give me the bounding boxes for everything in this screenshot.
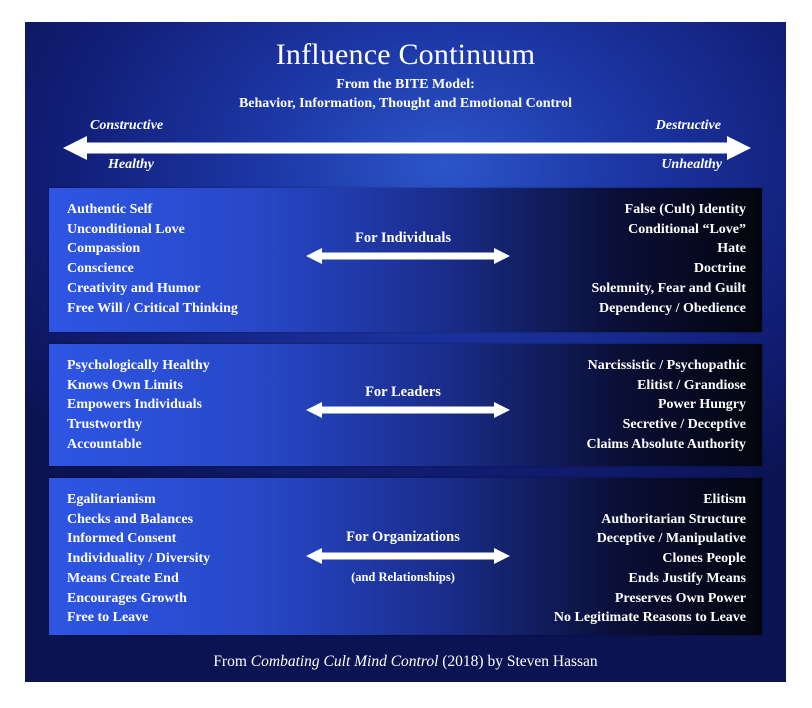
list-item: Checks and Balances — [67, 511, 194, 527]
credit-suffix: (2018) by Steven Hassan — [438, 653, 598, 670]
list-item: Conditional “Love” — [628, 221, 746, 237]
list-item: Claims Absolute Authority — [586, 436, 746, 452]
list-item: Encourages Growth — [67, 590, 187, 606]
panel-label: For Organizations — [346, 529, 460, 545]
destructive-list: Elitism Authoritarian Structure Deceptiv… — [554, 490, 746, 628]
list-item: Doctrine — [693, 261, 746, 277]
list-item: Dependency / Obedience — [599, 300, 746, 316]
constructive-list: Egalitarianism Checks and Balances Infor… — [67, 490, 210, 628]
list-item: Deceptive / Manipulative — [596, 531, 746, 547]
list-item: Egalitarianism — [67, 492, 156, 507]
continuum-double-arrow-icon — [63, 136, 751, 160]
panel-organizations: Egalitarianism Checks and Balances Infor… — [49, 478, 762, 635]
list-item: Ends Justify Means — [628, 570, 746, 586]
list-item: Trustworthy — [67, 417, 143, 433]
panel-label: For Individuals — [354, 230, 452, 246]
list-item: Informed Consent — [67, 531, 177, 547]
list-item: Accountable — [67, 436, 142, 452]
list-item: Empowers Individuals — [67, 397, 202, 413]
list-item: Narcissistic / Psychopathic — [587, 358, 746, 373]
destructive-list: False (Cult) Identity Conditional “Love”… — [591, 200, 746, 318]
subtitle-line-2: Behavior, Information, Thought and Emoti… — [238, 96, 573, 111]
subtitle-line-1: From the BITE Model: — [336, 77, 475, 92]
scale-right-bottom-label: Unhealthy — [661, 157, 722, 172]
list-item: Psychologically Healthy — [67, 358, 210, 373]
list-item: Individuality / Diversity — [67, 551, 211, 567]
list-item: Power Hungry — [657, 397, 746, 413]
list-item: Clones People — [662, 551, 746, 567]
panel-sublabel: (and Relationships) — [351, 570, 455, 584]
list-item: Compassion — [67, 241, 141, 257]
list-item: Means Create End — [67, 570, 179, 586]
list-item: Authoritarian Structure — [601, 511, 746, 527]
credit-book-title: Combating Cult Mind Control — [250, 653, 439, 670]
list-item: No Legitimate Reasons to Leave — [553, 610, 746, 626]
constructive-list: Psychologically Healthy Knows Own Limits… — [67, 356, 210, 455]
list-item: Authentic Self — [67, 202, 153, 217]
influence-continuum-poster: Influence Continuum From the BITE Model:… — [25, 22, 786, 682]
list-item: Preserves Own Power — [614, 590, 746, 606]
double-arrow-icon — [306, 548, 510, 564]
list-item: False (Cult) Identity — [624, 202, 746, 217]
credit-prefix: From — [213, 653, 251, 670]
page-title: Influence Continuum — [275, 38, 536, 71]
double-arrow-icon — [306, 402, 510, 418]
destructive-list: Narcissistic / Psychopathic Elitist / Gr… — [587, 356, 746, 455]
list-item: Solemnity, Fear and Guilt — [591, 280, 746, 296]
double-arrow-icon — [306, 248, 510, 264]
list-item: Elitism — [703, 492, 746, 507]
panel-label: For Leaders — [365, 384, 441, 400]
list-item: Secretive / Deceptive — [622, 417, 746, 433]
scale-right-top-label: Destructive — [655, 118, 721, 133]
list-item: Creativity and Humor — [67, 280, 201, 296]
list-item: Elitist / Grandiose — [637, 377, 746, 393]
list-item: Conscience — [67, 261, 134, 277]
panel-individuals: Authentic Self Unconditional Love Compas… — [49, 188, 762, 332]
list-item: Unconditional Love — [67, 221, 185, 237]
scale-left-top-label: Constructive — [90, 118, 164, 133]
list-item: Free to Leave — [67, 610, 149, 626]
list-item: Knows Own Limits — [67, 377, 183, 393]
constructive-list: Authentic Self Unconditional Love Compas… — [67, 200, 238, 318]
list-item: Hate — [717, 241, 746, 257]
list-item: Free Will / Critical Thinking — [67, 300, 238, 316]
source-credit: From Combating Cult Mind Control (2018) … — [25, 653, 786, 671]
scale-left-bottom-label: Healthy — [108, 157, 154, 172]
panel-leaders: Psychologically Healthy Knows Own Limits… — [49, 344, 762, 466]
